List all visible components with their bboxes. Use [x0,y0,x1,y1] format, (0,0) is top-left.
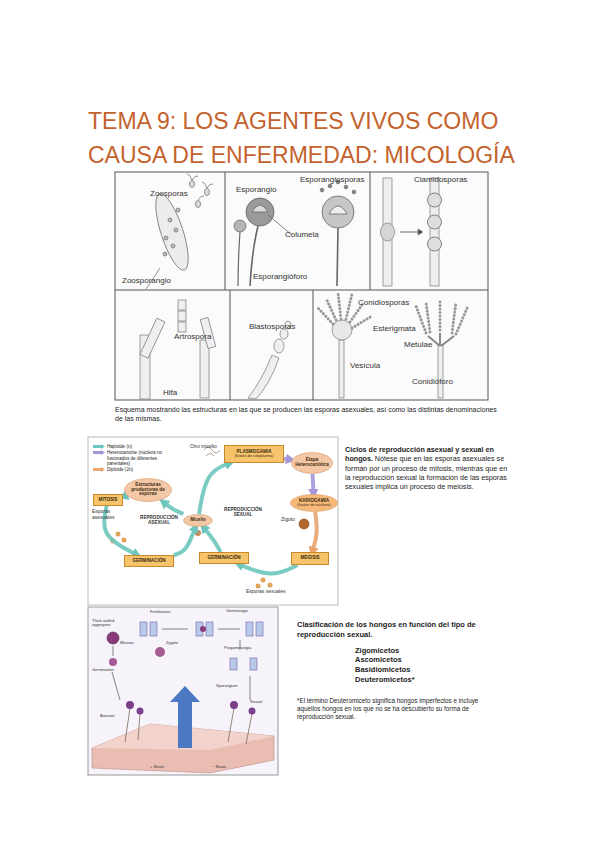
caption-text: Zigomicetos [297,646,497,656]
spore-figure-frame [115,172,488,400]
part-label: − Strain [212,765,226,769]
process-oval: KARIOGAMIA(fusión de núcleos) [290,494,338,512]
legend: Haploide (n)Heterocarionte (núcleos no f… [93,444,175,473]
process-box: GERMINACIÓN [124,555,174,567]
node-text: GERMINACIÓN [206,556,241,561]
cycle-arrow [203,527,220,552]
node-text: (fusión de citoplasma) [233,454,274,458]
process-box: GERMINACIÓN [199,552,249,564]
part-label: Artrospora [174,333,211,342]
legend-item: Heterocarionte (núcleos no fusionados de… [93,450,175,466]
node-text: Estructuras productoras de esporas [124,483,172,497]
oval-shape [184,515,213,527]
part-label: Metulae [404,341,432,350]
part-label: Conidiosporas [358,299,409,308]
legend-swatch [93,467,105,472]
cycle-figure-frame [88,437,338,605]
process-oval: Etapa Heterocariótica [291,452,333,474]
figure-caption: Ciclos de reproducción asexual y sexual … [345,445,510,492]
part-label: Blastosporas [249,323,295,332]
oval-shape [125,479,172,502]
caption-text: Deuteromicetos* [297,675,497,685]
caption-text: Basidiomicetos [297,665,497,675]
legend-text: Diploide (2n) [107,467,133,472]
part-label: Meiosis [120,641,134,645]
legend-arrow [93,467,105,472]
cycle-arrow [284,459,291,460]
part-label: Sporangium [216,684,238,688]
part-label: Conidióforo [412,378,453,387]
cycle-arrow [199,463,230,514]
figure-caption: Esquema mostrando las estructuras en las… [115,406,500,424]
cycle-arrow [123,494,124,498]
part-label: Thick-walled zygospore [92,619,122,628]
caption-text: Clasificación de los hongos en función d… [297,620,497,640]
oval-shape [291,495,338,512]
conidiophore-illustration [318,293,468,398]
sporangium-illustration [234,180,356,286]
part-label: Columela [285,231,319,240]
cycle-arrow [163,502,183,514]
legend-item: Diploide (2n) [93,467,175,472]
part-label: Zoosporas [150,190,188,199]
part-label: Clamidosporas [414,176,467,185]
zygomycete-illustration [88,607,278,775]
page-title: TEMA 9: LOS AGENTES VIVOS COMO CAUSA DE … [88,104,558,172]
legend-swatch [93,444,105,449]
caption-text: Ascomicetos [297,655,497,665]
node-text: (fusión de núcleos) [296,503,332,507]
legend-item: Haploide (n) [93,444,175,449]
process-box: MITOSIS [93,494,123,506]
part-label: Sexual [250,700,262,704]
part-label: Zigoto [281,517,295,523]
part-label: Esporas sexuales [246,589,290,595]
legend-text: Haploide (n) [107,444,132,449]
node-text: GERMINACIÓN [131,559,166,564]
node-text: Micelio [189,518,207,523]
part-label: Vesícula [350,362,380,371]
cycle-arrow [312,512,317,552]
part-label: Hifa [163,389,177,398]
process-box: PLASMOGAMIA(fusión de citoplasma) [224,445,284,463]
part-label: Zygote [166,641,178,645]
figure-caption: Clasificación de los hongos en función d… [297,620,497,721]
node-text: Etapa Heterocariótica [291,458,333,468]
process-oval: Micelio [183,514,213,527]
part-label: Zoosporangio [122,277,171,286]
cycle-arrow [313,474,314,494]
zoosporangium-illustration [146,174,213,289]
part-label: Progametangia [224,646,251,650]
process-box: MEIOSIS [291,552,329,565]
part-label: Esporangióforo [253,273,307,282]
process-oval: Estructuras productoras de esporas [124,478,172,502]
legend-arrow [93,450,105,455]
blastospore-illustration [248,321,291,399]
part-label: + Strain [150,765,164,769]
caption-text: *El término Deuteromiceto significa hong… [297,697,497,722]
part-label: Esporas asexuales [92,509,122,520]
part-label: Asexual [100,714,114,718]
chlamydospore-illustration [381,178,442,286]
part-label: Esporangiosporas [300,176,364,185]
part-label: REPRODUCCIÓN ASEXUAL [133,515,185,525]
arthrospore-illustration [140,300,216,399]
legend-arrow [93,444,105,449]
part-label: Fertilization [150,610,170,614]
part-label: REPRODUCCIÓN SEXUAL [218,507,268,517]
cycle-arrow [238,564,297,574]
node-text: MEIOSIS [299,556,320,561]
part-label: Esporangio [236,186,276,195]
oval-shape [292,453,333,474]
cycle-arrow [174,527,196,555]
part-label: Otro micelio [190,444,217,450]
part-label: Esterigmata [373,325,416,334]
part-label: Germination [92,668,114,672]
legend-swatch [93,450,105,455]
node-text: MITOSIS [98,498,119,503]
part-label: Gametangia [226,609,248,613]
legend-text: Heterocarionte (núcleos no fusionados de… [107,450,175,466]
